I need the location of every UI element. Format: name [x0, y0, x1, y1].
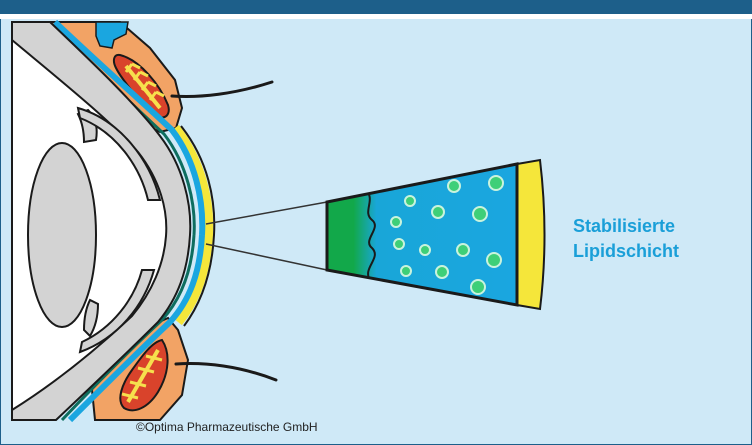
lipid-layer-band [517, 160, 545, 309]
top-bar [0, 0, 752, 14]
lipid-layer-label: Stabilisierte Lipidschicht [573, 214, 679, 264]
lipid-layer-label-line2: Lipidschicht [573, 239, 679, 264]
top-bar-gap [0, 14, 752, 19]
lens [28, 143, 96, 327]
lipid-layer-label-line1: Stabilisierte [573, 214, 679, 239]
copyright-notice: ©Optima Pharmazeutische GmbH [136, 420, 318, 434]
